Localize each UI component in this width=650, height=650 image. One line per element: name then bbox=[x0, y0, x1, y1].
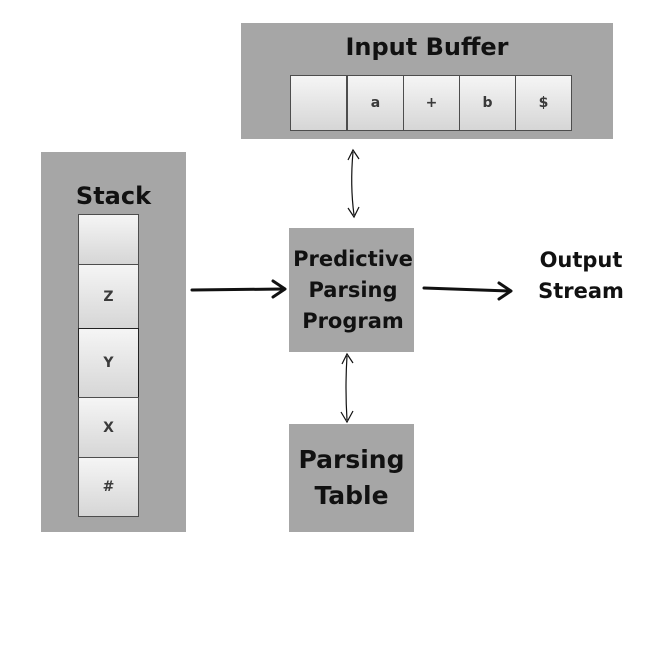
parsing-table-line: Parsing bbox=[298, 445, 405, 474]
program-table-double-arrow bbox=[340, 352, 354, 424]
parsing-table-box bbox=[289, 424, 414, 532]
output-stream-label: Output Stream bbox=[525, 244, 637, 308]
program-to-output-arrow bbox=[422, 281, 513, 301]
stack-to-program-arrow bbox=[190, 279, 287, 299]
stack-cell bbox=[78, 214, 139, 265]
output-stream-line: Stream bbox=[538, 279, 624, 303]
input-buffer-cell: a bbox=[347, 75, 404, 131]
input-buffer-cell: $ bbox=[515, 75, 572, 131]
parsing-table-label: Parsing Table bbox=[289, 440, 414, 516]
input-buffer-cell bbox=[290, 75, 347, 131]
stack-cell: # bbox=[78, 457, 139, 517]
parsing-program-box bbox=[289, 228, 414, 352]
parsing-program-line: Predictive bbox=[293, 246, 413, 271]
stack-title: Stack bbox=[75, 182, 152, 210]
buffer-program-double-arrow bbox=[347, 148, 360, 219]
input-buffer-title: Input Buffer bbox=[345, 33, 509, 61]
input-buffer-cell: b bbox=[459, 75, 516, 131]
stack-cell: Z bbox=[78, 264, 139, 329]
stack-cell: Y bbox=[78, 328, 139, 398]
parsing-program-line: Program bbox=[302, 308, 404, 333]
output-stream-line: Output bbox=[539, 248, 623, 272]
parsing-table-line: Table bbox=[314, 481, 389, 510]
stack-cell: X bbox=[78, 397, 139, 458]
input-buffer-cell: + bbox=[403, 75, 460, 131]
parsing-program-label: Predictive Parsing Program bbox=[283, 240, 423, 340]
parsing-program-line: Parsing bbox=[308, 277, 398, 302]
